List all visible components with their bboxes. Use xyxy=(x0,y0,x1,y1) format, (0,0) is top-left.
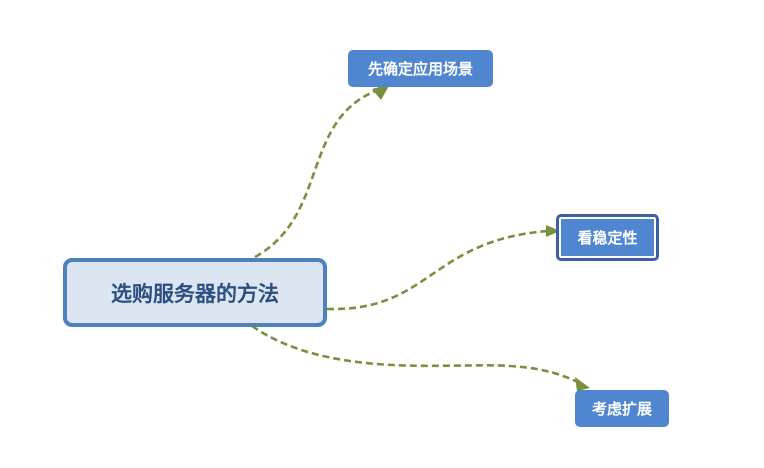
child-node-expand-label: 考虑扩展 xyxy=(591,400,652,418)
child-node-stability-label: 看稳定性 xyxy=(577,229,638,247)
child-node-expand[interactable]: 考虑扩展 xyxy=(575,390,669,427)
arrowhead-scene xyxy=(372,84,390,100)
arrowhead-expand xyxy=(575,377,590,391)
child-node-scene[interactable]: 先确定应用场景 xyxy=(348,50,493,87)
connector-root-to-stability xyxy=(326,229,549,311)
child-node-stability[interactable]: 看稳定性 xyxy=(556,214,659,261)
connector-root-to-expand xyxy=(251,324,581,385)
root-node[interactable]: 选购服务器的方法 xyxy=(63,258,327,327)
connector-root-to-scene xyxy=(254,88,379,259)
arrowhead-stability xyxy=(546,225,560,237)
root-node-label: 选购服务器的方法 xyxy=(111,281,279,306)
child-node-scene-label: 先确定应用场景 xyxy=(367,60,473,78)
